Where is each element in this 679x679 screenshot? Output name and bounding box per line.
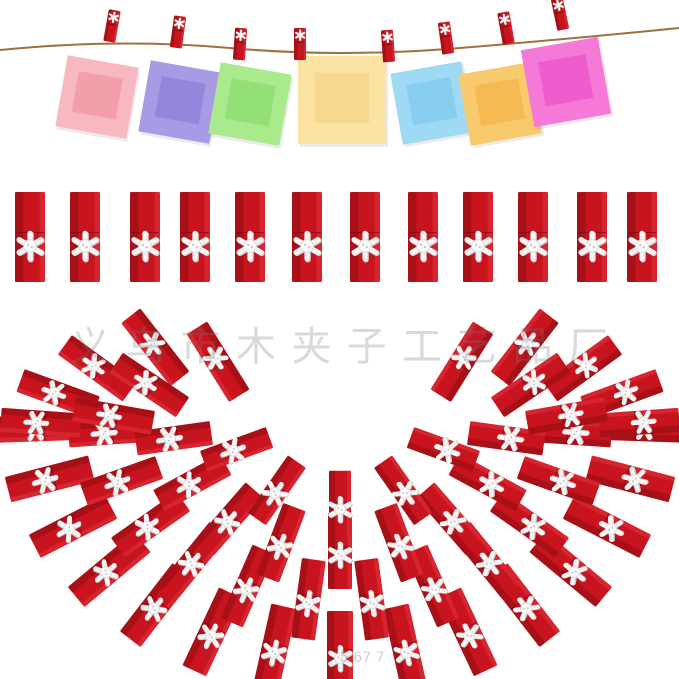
photo-frame <box>298 56 388 147</box>
clothespin-icon <box>463 192 493 282</box>
clothespin-icon <box>292 192 322 282</box>
clothespin-icon <box>186 321 250 403</box>
clothespin-icon <box>562 495 652 558</box>
clothespin-icon <box>232 27 248 61</box>
clothespin-icon <box>169 15 187 49</box>
clothespin-icon <box>70 192 100 282</box>
clothespin-icon <box>28 495 118 558</box>
clothespin-icon <box>354 558 389 641</box>
clothespin-icon <box>15 192 45 282</box>
clothespin-icon <box>79 456 164 506</box>
clothespin-icon <box>294 28 306 60</box>
clothespin-icon <box>247 455 306 526</box>
clothespin-icon <box>256 502 306 583</box>
clothespin-icon <box>291 558 326 641</box>
clothespin-icon <box>525 397 608 435</box>
clothespin-icon <box>134 421 213 456</box>
fanned-clips <box>0 308 679 679</box>
clothespin-icon <box>195 482 264 556</box>
clothespin-icon <box>585 455 676 503</box>
clothespin-icon <box>130 192 160 282</box>
clothespin-icon <box>329 470 351 541</box>
photo-frame <box>520 36 614 130</box>
clothespin-icon <box>383 603 428 679</box>
clothespin-icon <box>4 455 95 503</box>
clothespin-icon <box>103 9 121 43</box>
clothespin-icon <box>252 603 297 679</box>
photo-frame <box>458 62 545 149</box>
clothespin-icon <box>518 192 548 282</box>
clothespin-icon <box>437 21 455 55</box>
clothespin-icon <box>430 321 494 403</box>
photo-frame <box>55 55 141 143</box>
photo-frame <box>208 62 294 150</box>
clothespin-icon <box>199 427 274 472</box>
clothespin-icon <box>180 192 210 282</box>
clothespin-icon <box>497 11 515 45</box>
clothespin-icon <box>380 29 396 63</box>
clothespin-icon <box>374 502 424 583</box>
clothespin-icon <box>467 421 546 456</box>
clothespin-icon <box>598 407 679 438</box>
clothespin-icon <box>327 611 353 679</box>
photo-frame <box>138 60 224 148</box>
clothespin-icon <box>235 192 265 282</box>
clothespin-icon <box>408 192 438 282</box>
clothespin-icon <box>121 308 190 387</box>
twine-line <box>0 27 679 54</box>
photo-frame <box>390 61 477 148</box>
clothespin-icon <box>577 192 607 282</box>
clothespin-icon <box>374 455 433 526</box>
clothespin-icon <box>109 352 190 418</box>
clothespin-icon <box>627 192 657 282</box>
clothespin-icon <box>416 482 485 556</box>
clothespin-icon <box>516 456 601 506</box>
top-clips <box>103 0 570 63</box>
hanging-photo-frames <box>55 36 614 150</box>
clothespin-icon <box>490 352 571 418</box>
clothespin-icon <box>490 308 559 387</box>
twine <box>0 27 679 54</box>
clothespin-icon <box>0 407 82 438</box>
clothespin-icon <box>550 0 570 31</box>
clothespin-icon <box>350 192 380 282</box>
clothespin-icon <box>406 427 481 472</box>
clothespin-icon <box>72 397 155 435</box>
vertical-clip-row <box>15 192 657 282</box>
